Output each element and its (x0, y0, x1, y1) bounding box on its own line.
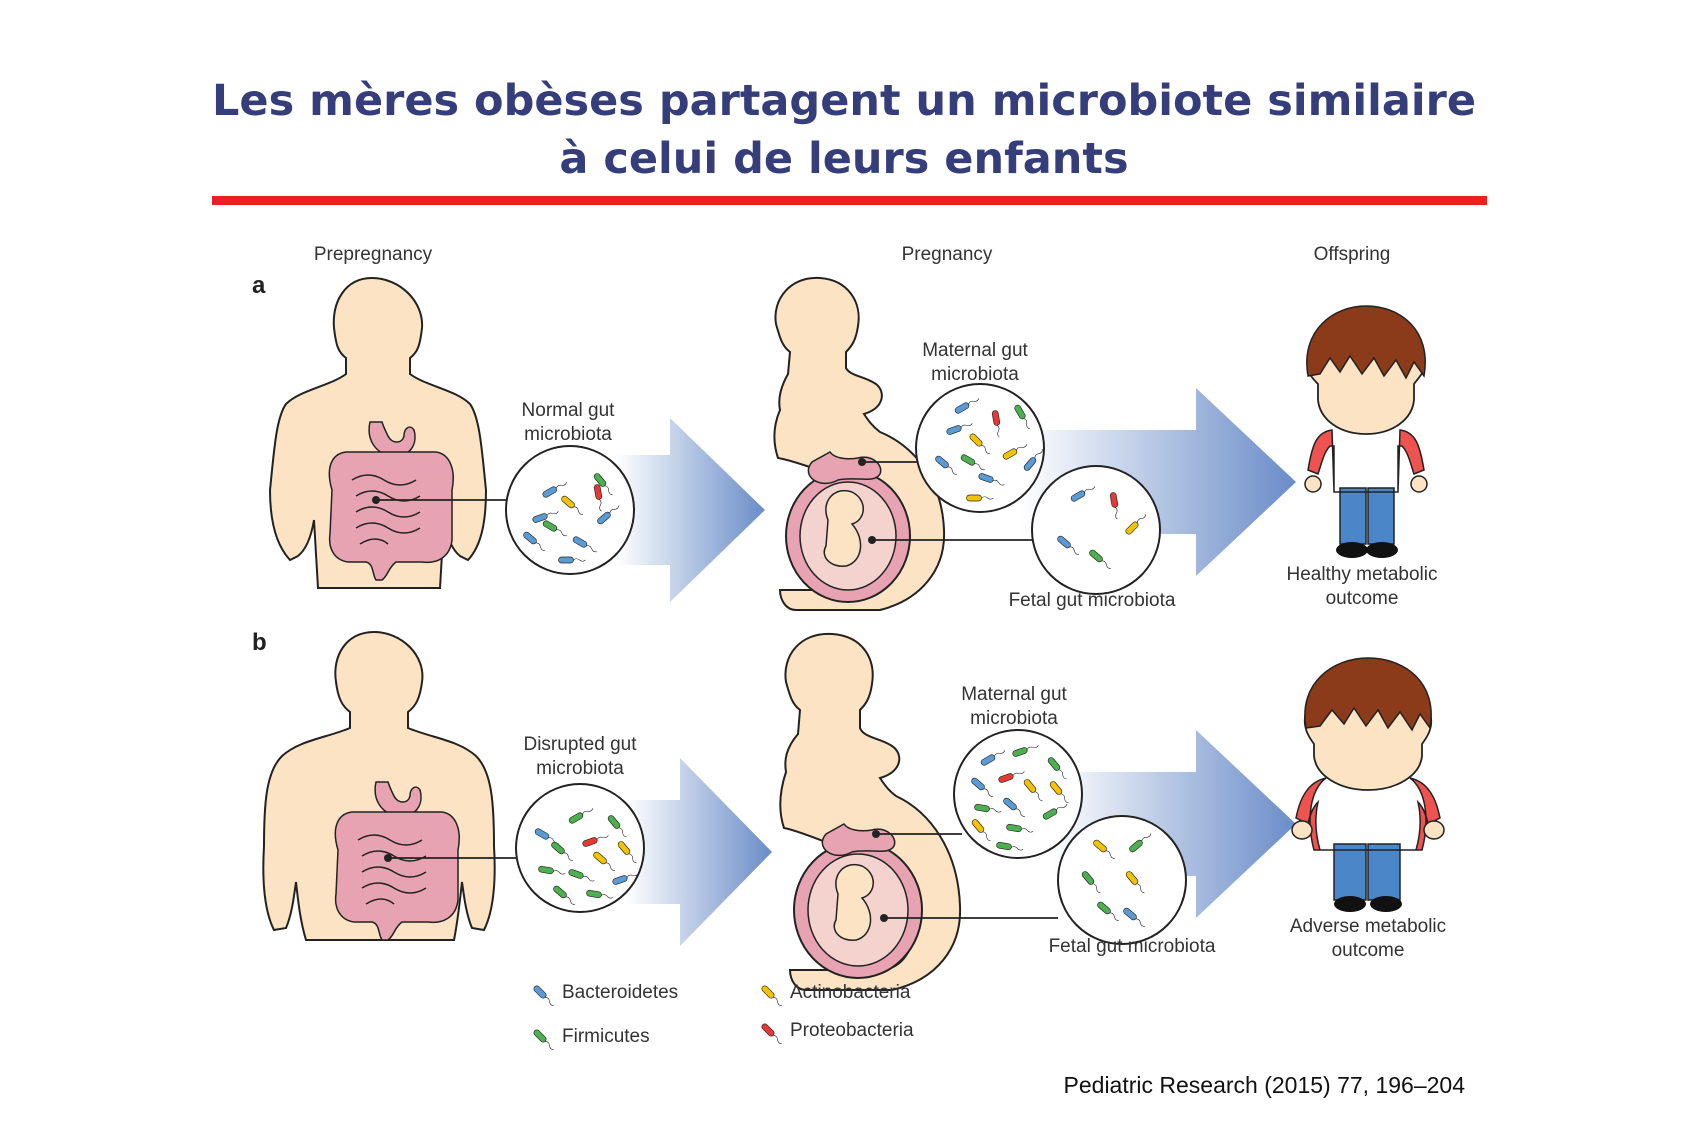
column-heading-prepregnancy: Prepregnancy (314, 244, 433, 265)
panel-a-mother-gut (328, 421, 454, 581)
legend-label-actinobacteria: Actinobacteria (790, 982, 911, 1003)
panel-a-arrow-prepregnancy-to-pregnancy (616, 418, 765, 602)
panel-b-pregnant-woman (779, 632, 962, 991)
proteobacteria-bacterium-icon (759, 1021, 785, 1047)
legend-label-bacteroidetes: Bacteroidetes (562, 982, 678, 1003)
panel-b-mother-gut (334, 781, 460, 941)
panel-b-mother-gut-label-line1: Disrupted gut (523, 734, 637, 755)
legend: Bacteroidetes Firmicutes Actinobacteria … (531, 982, 914, 1053)
panel-a-pregnant-woman (773, 276, 946, 611)
slide-title-line2: à celui de leurs enfants (559, 134, 1129, 184)
panel-a-fetal-microbiota-circle (1031, 465, 1161, 595)
title-underline (212, 196, 1487, 205)
panel-b-fetal-label: Fetal gut microbiota (1049, 936, 1216, 957)
panel-b-mother-gut-label-line2: microbiota (536, 758, 624, 779)
legend-label-firmicutes: Firmicutes (562, 1026, 650, 1047)
panel-a-maternal-label-line1: Maternal gut (922, 340, 1028, 361)
panel-b-maternal-label-line2: microbiota (970, 708, 1058, 729)
panel-a-letter: a (252, 272, 266, 299)
bacteroidetes-bacterium-icon (531, 983, 557, 1009)
panel-b-outcome-label-line2: outcome (1332, 940, 1405, 961)
panel-a-maternal-label-line2: microbiota (931, 364, 1019, 385)
slide-title: Les mères obèses partagent un microbiote… (0, 72, 1688, 188)
panel-a-maternal-microbiota-circle (915, 383, 1046, 513)
panel-a-child-healthy (1304, 305, 1428, 558)
panel-b-child-adverse (1291, 657, 1445, 912)
panel-b-fetal-microbiota-circle (1057, 815, 1187, 945)
panel-a-outcome-label-line1: Healthy metabolic (1286, 564, 1437, 585)
panel-a-fetal-label: Fetal gut microbiota (1009, 590, 1176, 611)
panel-b-maternal-label-line1: Maternal gut (961, 684, 1067, 705)
column-heading-pregnancy: Pregnancy (902, 244, 993, 265)
panel-a-normal-microbiota-circle (505, 445, 635, 575)
panel-a-mother-gut-label-line1: Normal gut (522, 400, 616, 421)
column-heading-offspring: Offspring (1314, 244, 1391, 265)
panel-b-letter: b (252, 629, 267, 656)
panel-b-outcome-label-line1: Adverse metabolic (1290, 916, 1446, 937)
panel-b-maternal-microbiota-circle (953, 729, 1083, 859)
panel-b-arrow-prepregnancy-to-pregnancy (626, 758, 772, 946)
actinobacteria-bacterium-icon (759, 983, 785, 1009)
legend-label-proteobacteria: Proteobacteria (790, 1020, 914, 1041)
slide-title-line1: Les mères obèses partagent un microbiote… (212, 76, 1476, 126)
panel-a-mother-gut-label-line2: microbiota (524, 424, 612, 445)
firmicutes-bacterium-icon (531, 1027, 557, 1053)
panel-b-disrupted-microbiota-circle (515, 783, 645, 913)
panel-a-outcome-label-line2: outcome (1326, 588, 1399, 609)
citation: Pediatric Research (2015) 77, 196–204 (1063, 1072, 1465, 1098)
